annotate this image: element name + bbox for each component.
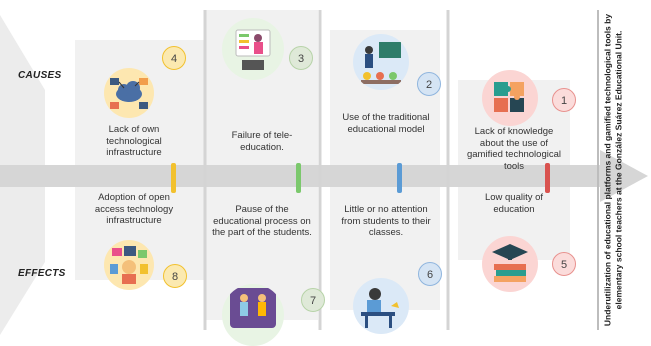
causes-row-title: CAUSES (18, 70, 62, 81)
cause-number-4: 4 (162, 46, 186, 70)
tail-shape-bottom (0, 187, 45, 335)
cause-number-1: 1 (552, 88, 576, 112)
effect-panel-5 (458, 187, 570, 260)
effect-panel-7 (205, 187, 318, 320)
students-icon (222, 284, 284, 346)
effect-text-6: Little or no attention from students to … (341, 204, 431, 238)
graduation-books-icon (482, 236, 538, 292)
cause-tick-2 (397, 163, 402, 193)
effect-text-7: Pause of the educational process on the … (212, 204, 312, 238)
puzzle-icon (482, 70, 538, 126)
effect-text-8: Adoption of open access technology infra… (94, 192, 174, 226)
cause-text-2: Use of the traditional educational model (342, 112, 430, 135)
classroom-teacher-icon (353, 34, 409, 90)
spine-arrow (0, 150, 648, 202)
effects-row-title: EFFECTS (18, 268, 66, 279)
cause-number-3: 3 (289, 46, 313, 70)
cause-text-3: Failure of tele-education. (231, 130, 293, 153)
online-teacher-icon (222, 18, 284, 80)
tail-shape-top (0, 15, 45, 165)
cause-tick-4 (171, 163, 176, 193)
problem-statement: Underutilization of educational platform… (593, 10, 633, 330)
cause-number-2: 2 (417, 72, 441, 96)
effect-text-5: Low quality of education (484, 192, 544, 215)
cause-text-1: Lack of knowledge about the use of gamif… (466, 126, 561, 172)
effect-number-5: 5 (552, 252, 576, 276)
cloud-network-icon (104, 68, 154, 118)
effect-number-6: 6 (418, 262, 442, 286)
media-devices-icon (104, 240, 154, 290)
sleeping-student-icon (353, 278, 409, 334)
effect-panel-6 (330, 187, 440, 310)
effect-number-8: 8 (163, 264, 187, 288)
cause-text-4: Lack of own technological infrastructure (106, 124, 162, 158)
cause-tick-3 (296, 163, 301, 193)
problem-statement-text: Underutilization of educational platform… (602, 13, 624, 327)
effect-number-7: 7 (301, 288, 325, 312)
cause-tick-1 (545, 163, 550, 193)
